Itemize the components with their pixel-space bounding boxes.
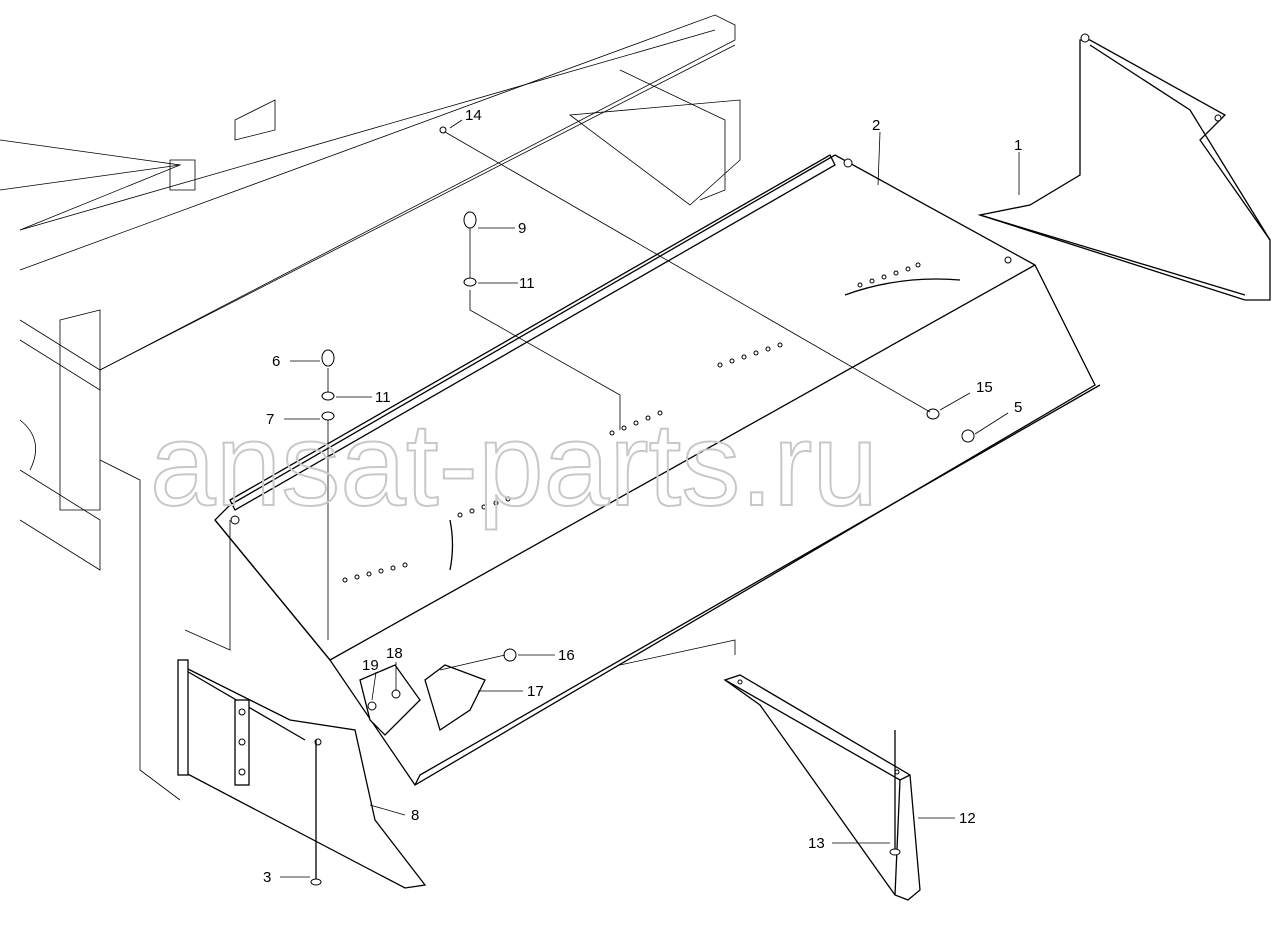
hardware — [310, 126, 975, 886]
callout-6: 6 — [272, 353, 280, 370]
callout-11-lower: 11 — [375, 389, 391, 406]
callout-12: 12 — [959, 810, 976, 827]
part-12-side-plate — [619, 639, 921, 901]
hole-rows — [342, 262, 921, 583]
part-1-side-shield — [977, 33, 1271, 301]
callout-15: 15 — [976, 379, 993, 396]
assembly-lines — [327, 131, 931, 671]
callout-2: 2 — [872, 117, 880, 134]
callout-19: 19 — [362, 657, 379, 674]
header-frame — [0, 14, 741, 571]
callout-16: 16 — [558, 647, 575, 664]
watermark: ansat-parts.ru — [150, 399, 878, 531]
callout-13: 13 — [808, 835, 825, 852]
callout-14: 14 — [465, 107, 482, 124]
callout-1: 1 — [1014, 137, 1022, 154]
callout-17: 17 — [527, 683, 544, 700]
part-2-cover-panel — [214, 154, 1101, 786]
leader-lines — [280, 119, 1020, 878]
callout-5: 5 — [1014, 399, 1022, 416]
callout-8: 8 — [411, 807, 419, 824]
callout-3: 3 — [263, 869, 271, 886]
callout-labels: 14 2 1 9 11 6 11 7 15 5 16 19 18 17 8 12… — [263, 107, 1022, 886]
callout-9: 9 — [518, 220, 526, 237]
callout-18: 18 — [386, 645, 403, 662]
callout-7: 7 — [266, 411, 274, 428]
part-8-side-plate — [99, 459, 427, 889]
callout-11: 11 — [519, 275, 535, 292]
